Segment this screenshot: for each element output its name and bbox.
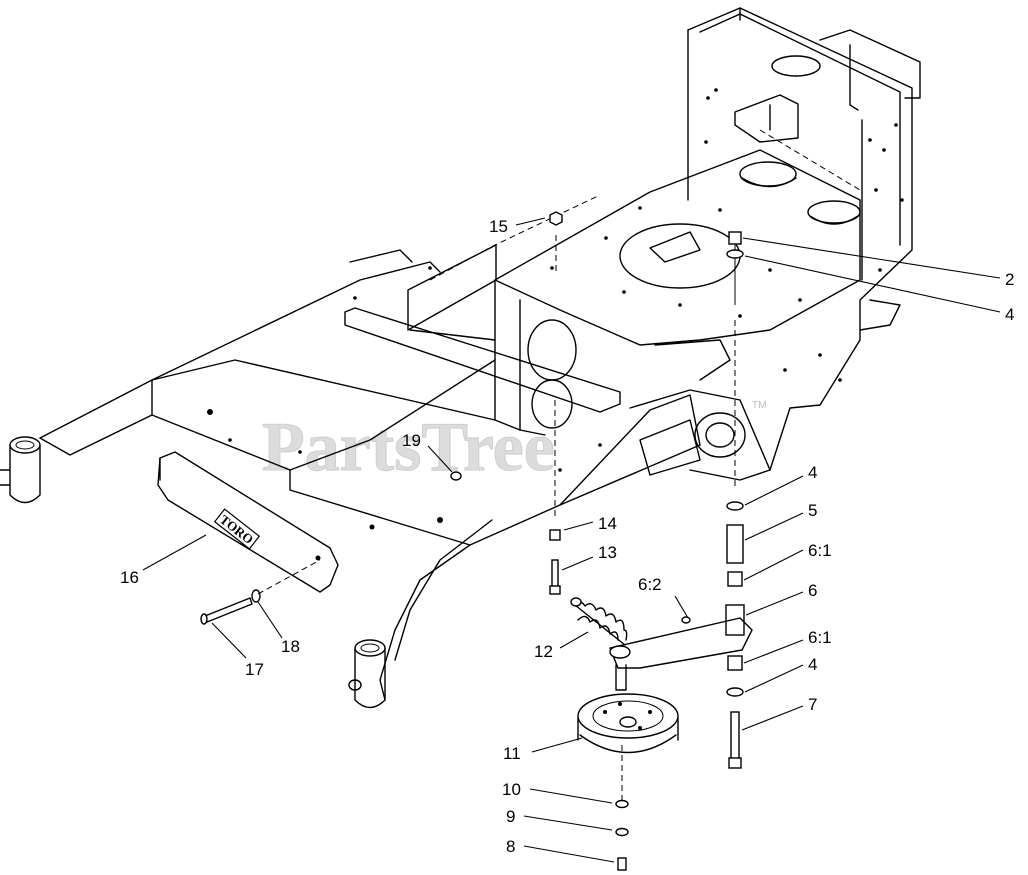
callout-10: 10	[502, 780, 521, 799]
callout-6-1-lower: 6:1	[808, 628, 832, 647]
callout-18: 18	[281, 637, 300, 656]
watermark-tm: TM	[752, 400, 766, 411]
callout-4-bottom: 4	[808, 655, 817, 674]
callout-14: 14	[598, 514, 617, 533]
callout-19: 19	[402, 431, 421, 450]
callout-6: 6	[808, 581, 817, 600]
rear-frame	[687, 7, 921, 471]
main-frame	[429, 149, 861, 436]
callout-16: 16	[120, 568, 139, 587]
pivot-stack	[725, 231, 745, 769]
callout-2: 2	[1005, 270, 1014, 289]
callout-17: 17	[245, 660, 264, 679]
side-rails	[39, 244, 771, 701]
callout-5: 5	[808, 501, 817, 520]
leader-lines	[142, 217, 1001, 863]
callout-4-top: 4	[1005, 305, 1014, 324]
callout-13: 13	[598, 543, 617, 562]
callout-6-2: 6:2	[638, 575, 662, 594]
callout-12: 12	[534, 642, 553, 661]
small-hardware	[450, 211, 563, 595]
watermark-text: PartsTree	[262, 409, 555, 486]
callout-4-mid: 4	[808, 463, 817, 482]
callout-8: 8	[506, 837, 515, 856]
callout-9: 9	[506, 807, 515, 826]
callout-6-1-upper: 6:1	[808, 541, 832, 560]
watermark: PartsTree TM	[262, 400, 767, 487]
callout-15: 15	[489, 217, 508, 236]
callout-7: 7	[808, 695, 817, 714]
idler-assembly	[570, 597, 753, 871]
caster-tubes	[0, 436, 386, 709]
callout-11: 11	[503, 744, 521, 763]
callouts: 2 4 4 5 6:1 6 6:1 4 7 6:2 12 11 10 9 8 1…	[120, 217, 1014, 856]
plate-bolt	[200, 559, 321, 625]
